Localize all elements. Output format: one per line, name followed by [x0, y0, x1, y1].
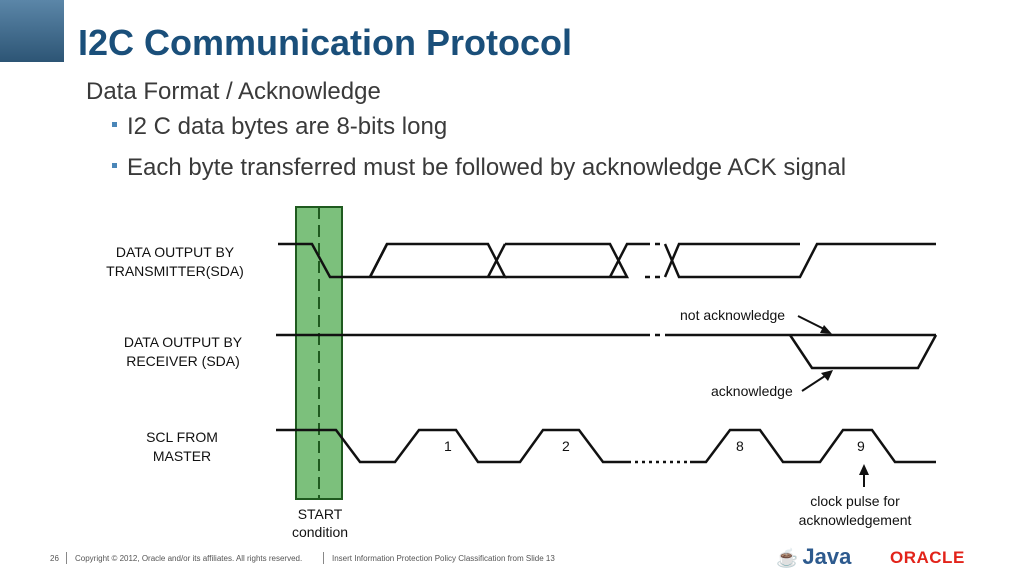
- classification-text: Insert Information Protection Policy Cla…: [332, 554, 555, 563]
- pulse-number: 1: [444, 438, 452, 454]
- receiver-label: RECEIVER (SDA): [126, 353, 240, 369]
- bullet-text: Each byte transferred must be followed b…: [127, 154, 847, 181]
- bullet-square-icon: [112, 122, 117, 128]
- transmitter-waveform: [278, 242, 936, 279]
- receiver-label: DATA OUTPUT BY: [124, 334, 243, 350]
- section-subtitle: Data Format / Acknowledge: [86, 78, 381, 105]
- i2c-timing-diagram: DATA OUTPUT BY TRANSMITTER(SDA) DATA OUT…: [106, 206, 938, 540]
- start-condition-label: START: [298, 506, 343, 522]
- corner-accent: [0, 0, 64, 62]
- oracle-logo: ORACLE: [890, 548, 965, 567]
- copyright-text: Copyright © 2012, Oracle and/or its affi…: [75, 554, 303, 563]
- slide-footer: 26 Copyright © 2012, Oracle and/or its a…: [0, 550, 1024, 576]
- transmitter-label: DATA OUTPUT BY: [116, 244, 235, 260]
- receiver-waveform: [276, 333, 938, 370]
- start-condition-label: condition: [292, 524, 348, 540]
- java-logo: ☕Java: [776, 544, 852, 569]
- bullet-item: I2 C data bytes are 8-bits long: [112, 113, 447, 141]
- scl-waveform: [276, 428, 936, 464]
- bullet-item: Each byte transferred must be followed b…: [112, 154, 846, 182]
- clock-pulse-label: acknowledgement: [799, 512, 912, 528]
- pulse-number: 8: [736, 438, 744, 454]
- scl-label: MASTER: [153, 448, 211, 464]
- page-number: 26: [50, 554, 59, 563]
- footer-divider: [66, 552, 67, 564]
- page-title: I2C Communication Protocol: [78, 22, 573, 63]
- acknowledge-label: acknowledge: [711, 383, 793, 399]
- pulse-number: 2: [562, 438, 570, 454]
- scl-label: SCL FROM: [146, 429, 218, 445]
- bullet-square-icon: [112, 163, 117, 169]
- transmitter-label: TRANSMITTER(SDA): [106, 263, 244, 279]
- bullet-text: I2 C data bytes are 8-bits long: [127, 113, 448, 140]
- clock-pulse-label: clock pulse for: [810, 493, 900, 509]
- java-cup-icon: ☕: [776, 548, 799, 568]
- pulse-number: 9: [857, 438, 865, 454]
- footer-divider: [323, 552, 324, 564]
- not-acknowledge-label: not acknowledge: [680, 307, 785, 323]
